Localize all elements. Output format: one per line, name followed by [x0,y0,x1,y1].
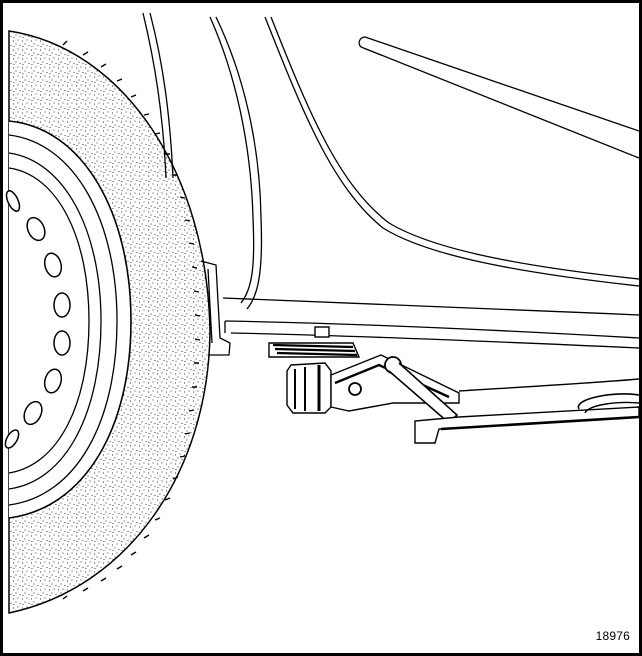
wheel-rim [4,120,132,519]
jack [268,326,639,444]
car-body [142,12,639,356]
illustration [4,12,639,614]
figure-number: 18976 [595,629,630,643]
